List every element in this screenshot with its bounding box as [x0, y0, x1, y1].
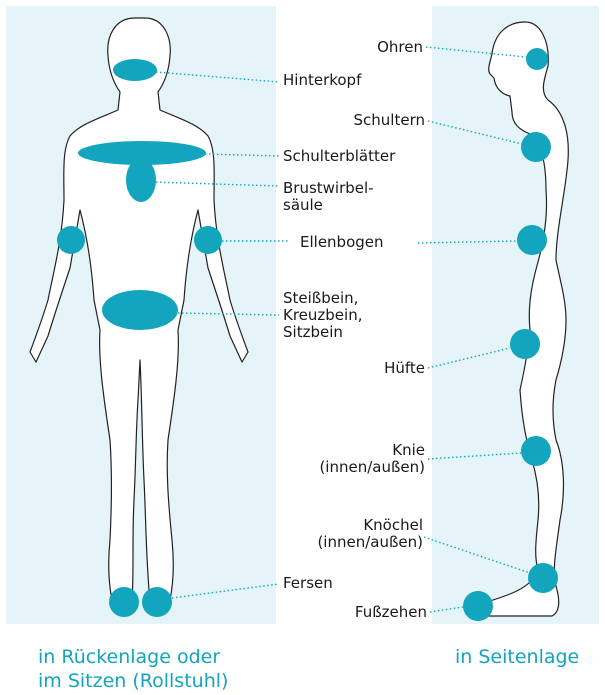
label-knoechel: Knöchel (innen/außen) — [317, 517, 423, 551]
spot-hinterkopf — [113, 59, 157, 81]
label-brustwirbelsaeule: Brustwirbel- säule — [283, 180, 374, 214]
spot-ellenbogen-side — [517, 225, 547, 255]
label-fersen: Fersen — [283, 575, 333, 592]
label-knie: Knie (innen/außen) — [319, 442, 425, 476]
spot-steissbein — [102, 290, 178, 330]
spot-ohr — [526, 48, 548, 70]
caption-side-view: in Seitenlage — [455, 645, 579, 669]
spot-ferse-left — [109, 587, 139, 617]
label-ellenbogen: Ellenbogen — [300, 234, 384, 251]
spot-ellenbogen-left — [57, 226, 85, 254]
label-ohren: Ohren — [377, 39, 423, 56]
spot-knoechel — [528, 563, 558, 593]
spot-hoefte — [510, 329, 540, 359]
spot-knie — [521, 436, 551, 466]
spot-fusszehen — [463, 591, 493, 621]
label-steissbein: Steißbein, Kreuzbein, Sitzbein — [283, 290, 362, 341]
spot-schulter — [521, 132, 551, 162]
label-schultern: Schultern — [354, 112, 425, 129]
spot-brustwirbelsaeule — [126, 158, 156, 202]
caption-back-view: in Rückenlage oder im Sitzen (Rollstuhl) — [38, 645, 228, 693]
spot-ellenbogen-right — [194, 226, 222, 254]
spot-ferse-right — [142, 587, 172, 617]
label-hoefte: Hüfte — [384, 360, 425, 377]
label-schulterblaetter: Schulterblätter — [283, 148, 395, 165]
label-fusszehen: Fußzehen — [355, 604, 427, 621]
label-hinterkopf: Hinterkopf — [283, 72, 361, 89]
